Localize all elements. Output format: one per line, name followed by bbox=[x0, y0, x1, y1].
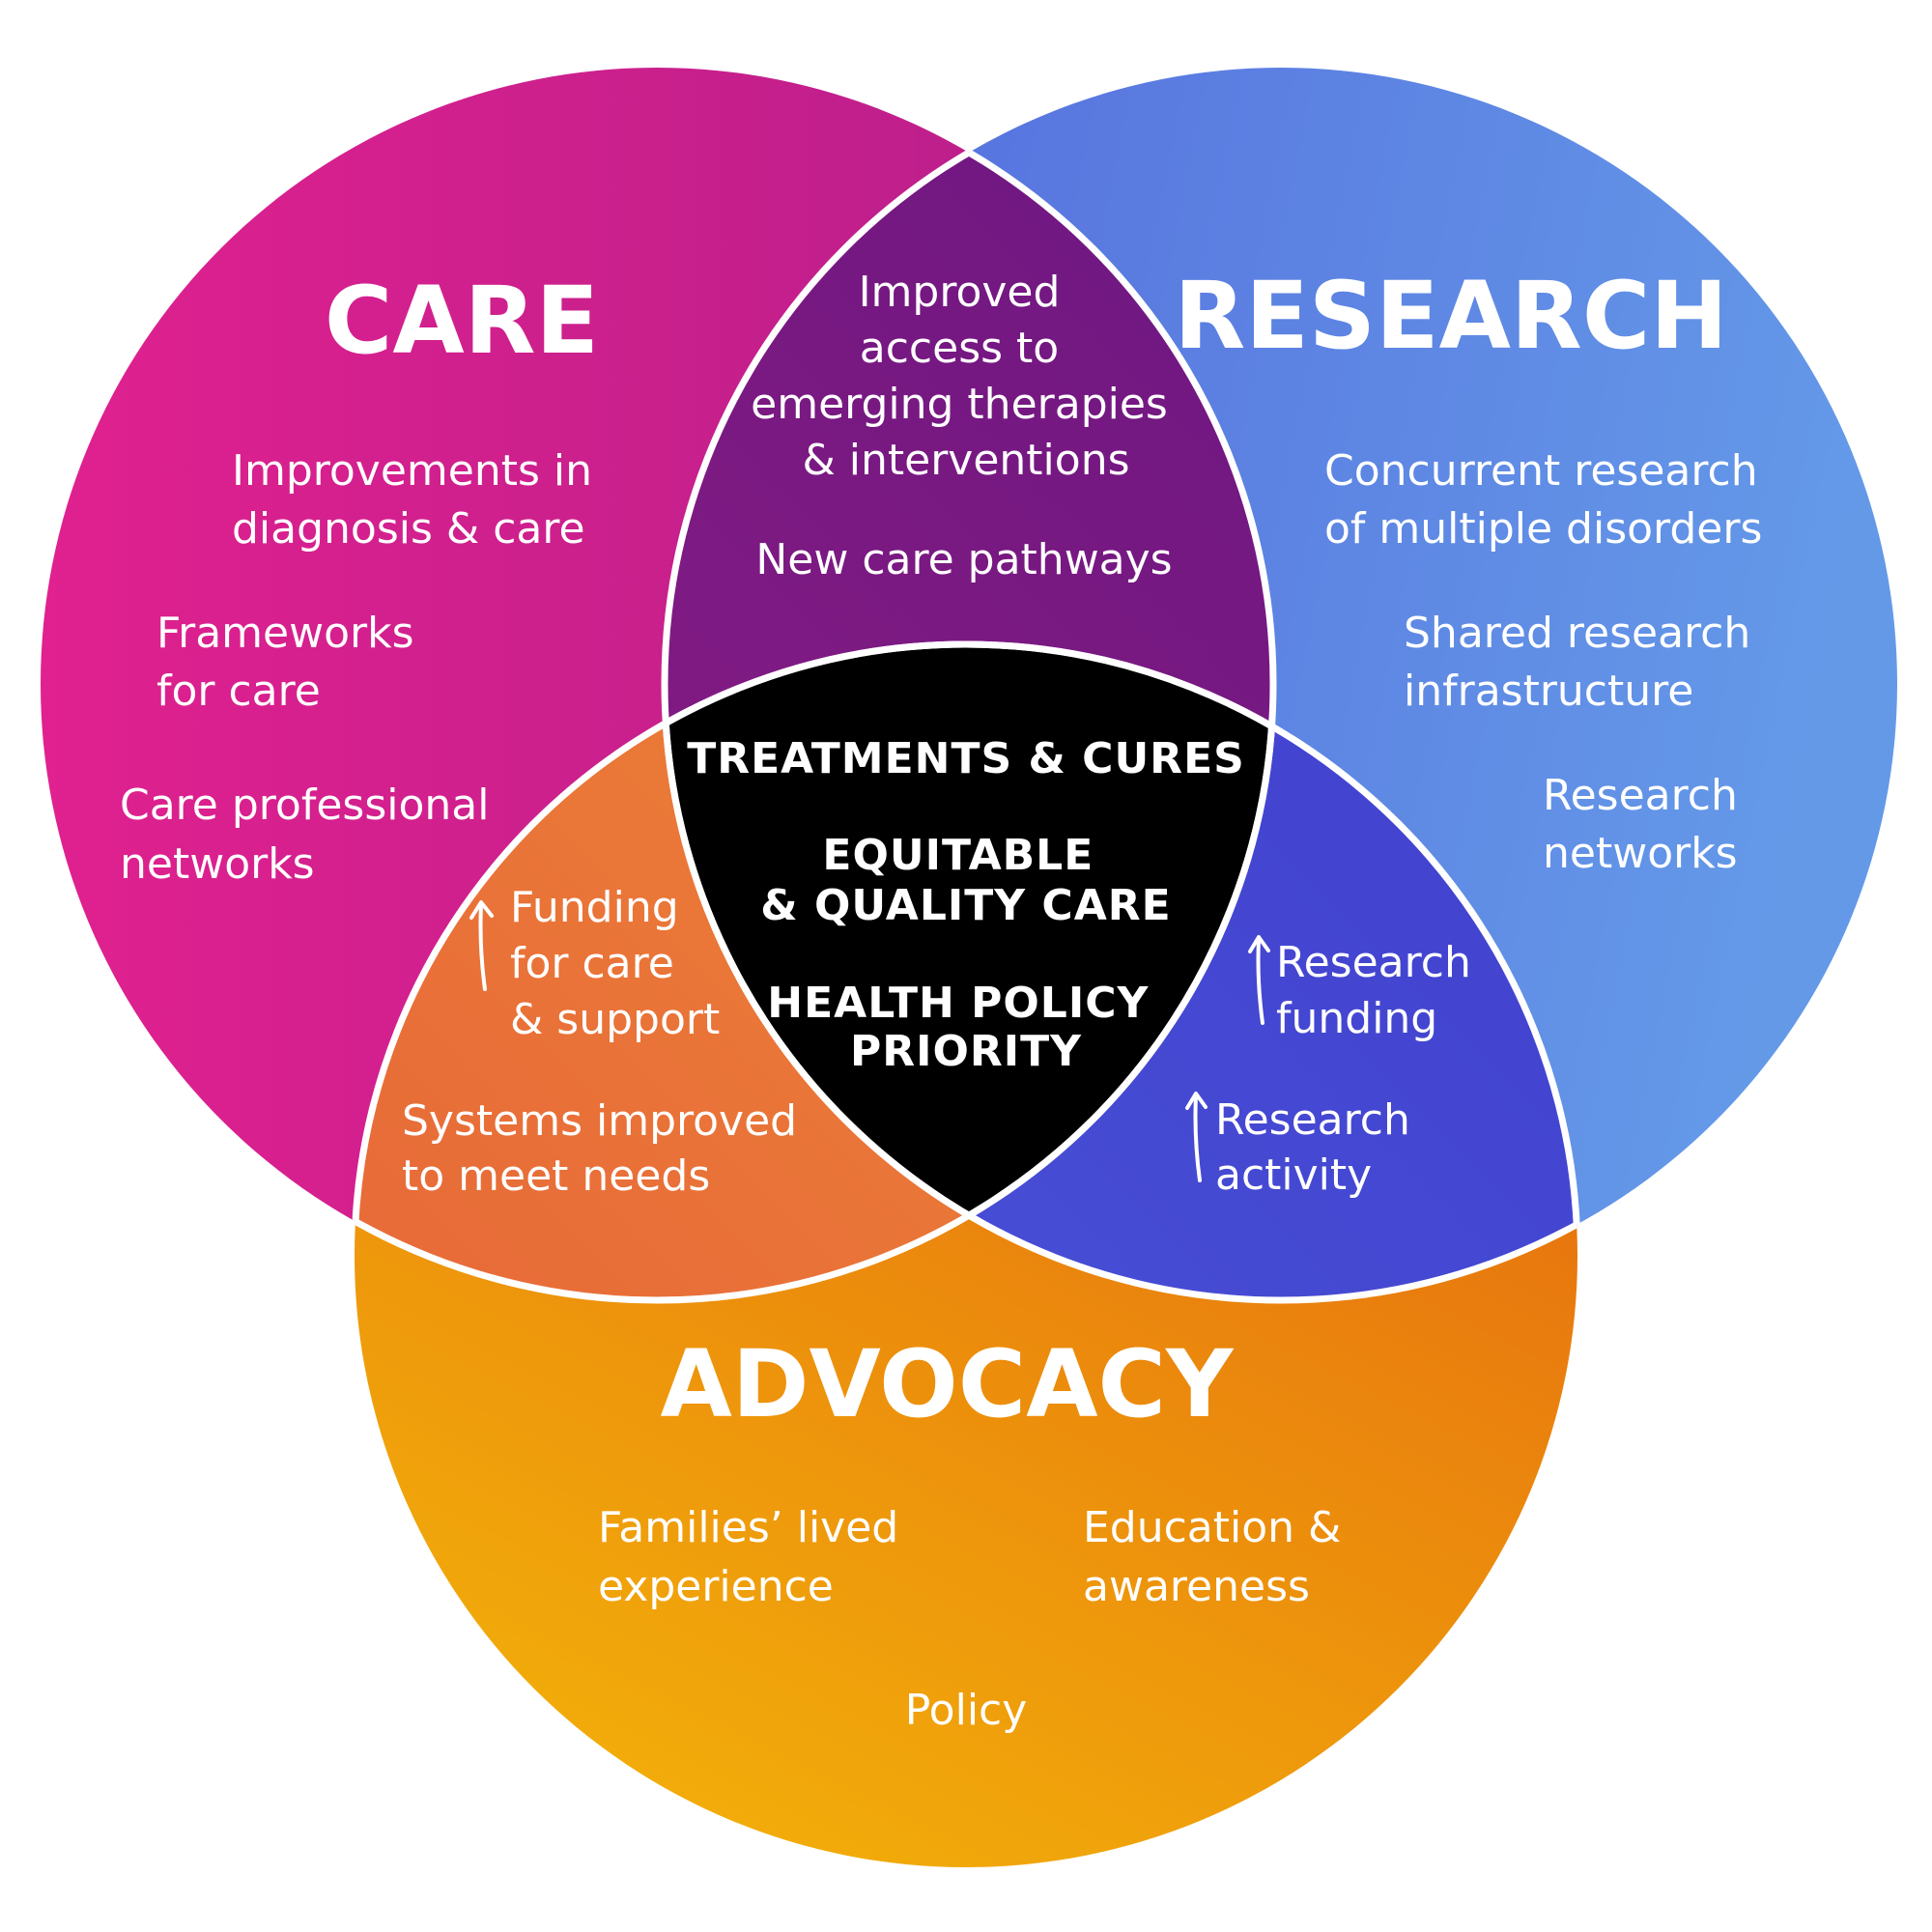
care-item: Improvements in diagnosis & care bbox=[232, 446, 606, 554]
research-advocacy-item: Research activity bbox=[1215, 1095, 1424, 1200]
advocacy-item: Education & awareness bbox=[1083, 1503, 1354, 1611]
research-item: Research networks bbox=[1543, 771, 1751, 878]
care-advocacy-item: Funding for care & support bbox=[510, 883, 720, 1044]
center-item: EQUITABLE & QUALITY CARE bbox=[760, 831, 1171, 930]
research-advocacy-item: Research funding bbox=[1276, 938, 1485, 1043]
care-research-item: Improved access to emerging therapies & … bbox=[751, 268, 1181, 485]
advocacy-item: Families’ lived experience bbox=[598, 1503, 912, 1611]
research-item: Shared research infrastructure bbox=[1404, 609, 1764, 716]
care-research-item: New care pathways bbox=[755, 535, 1172, 584]
center-item: TREATMENTS & CURES bbox=[687, 734, 1245, 783]
care-advocacy-item: Systems improved to meet needs bbox=[402, 1096, 810, 1201]
up-arrow-icon bbox=[1248, 935, 1270, 1025]
advocacy-item: Policy bbox=[905, 1686, 1028, 1735]
center-item: HEALTH POLICY PRIORITY bbox=[767, 979, 1164, 1076]
up-arrow-icon bbox=[469, 900, 494, 991]
care-item: Care professional networks bbox=[120, 781, 502, 889]
research-item: Concurrent research of multiple disorder… bbox=[1324, 446, 1772, 554]
advocacy-title: ADVOCACY bbox=[661, 1330, 1235, 1438]
up-arrow-icon bbox=[1185, 1092, 1208, 1182]
care-title: CARE bbox=[325, 267, 599, 375]
research-title: RESEARCH bbox=[1174, 262, 1727, 370]
care-item: Frameworks for care bbox=[156, 609, 428, 716]
